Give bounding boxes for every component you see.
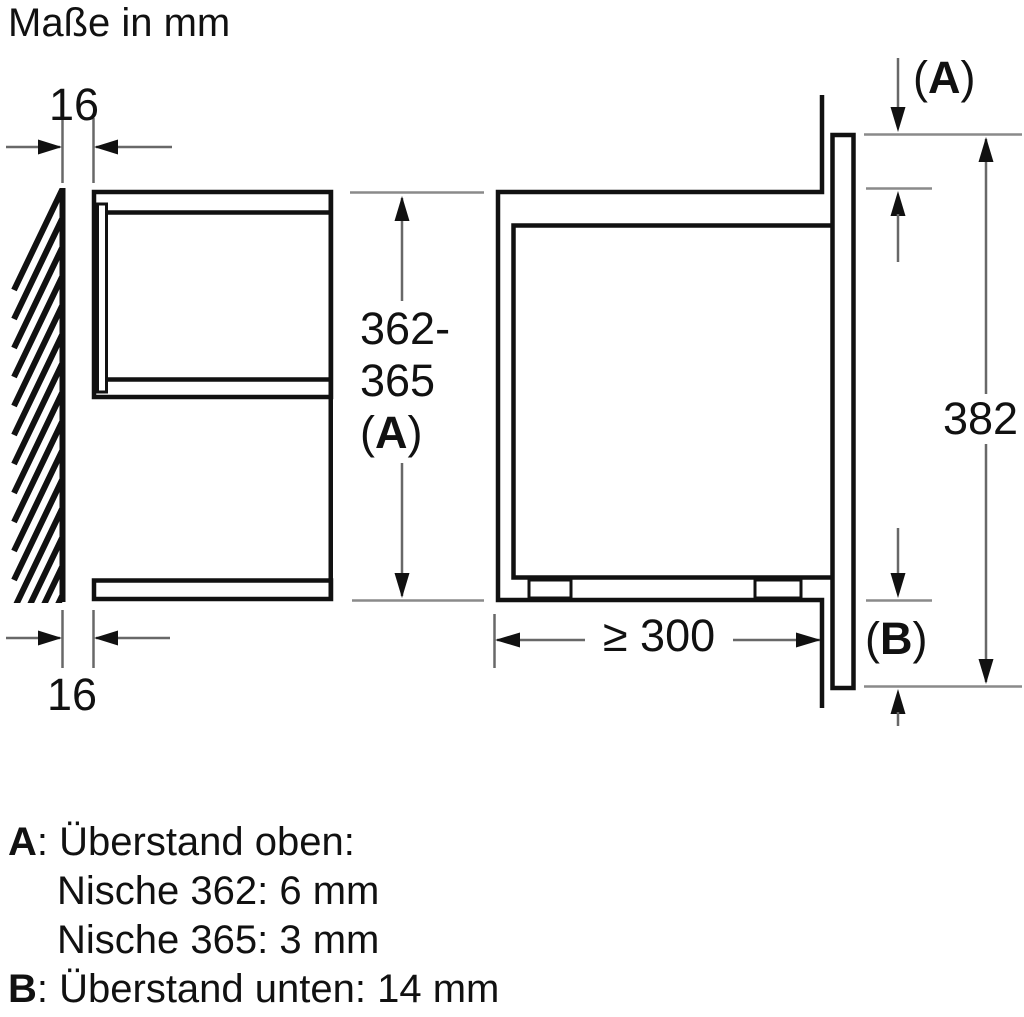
key-a: A (375, 407, 408, 458)
paren-close: ) (960, 52, 976, 103)
appliance-foot-left (527, 578, 573, 600)
legend-row-a-item1: Nische 362: 6 mm (8, 867, 499, 916)
niche-front-view (495, 95, 856, 708)
niche-outline (495, 95, 825, 708)
overhang-bottom-label: (B) (861, 614, 932, 664)
key-b: B (880, 613, 913, 664)
dim-overhang-top (864, 58, 1022, 262)
total-height-value: 382 (939, 394, 1023, 444)
appliance-side-outline (91, 189, 334, 400)
paren-open: ( (865, 613, 880, 664)
cabinet-side-view (91, 189, 334, 602)
wall-hatching (11, 188, 64, 603)
legend-text-b: : Überstand unten: 14 mm (36, 967, 500, 1011)
legend-text-a: : Überstand oben: (36, 820, 355, 864)
dim-16-top (6, 118, 172, 183)
niche-depth-value: ≥ 300 (585, 611, 733, 661)
appliance-front-outline (511, 223, 831, 580)
dim-overhang-bottom (866, 528, 932, 726)
legend-row-a: A: Überstand oben: (8, 818, 499, 867)
legend-row-a-item2: Nische 365: 3 mm (8, 916, 499, 965)
paren-open: ( (360, 407, 375, 458)
wall-gap-top-value: 16 (48, 79, 100, 130)
niche-height-value-2: 365 (360, 355, 436, 406)
key-a: A (928, 52, 961, 103)
legend: A: Überstand oben: Nische 362: 6 mm Nisc… (8, 818, 499, 1014)
trim-panel (830, 132, 856, 691)
wall-section (11, 188, 66, 603)
wall-gap-bottom-value: 16 (46, 669, 98, 720)
niche-height-key: (A) (360, 407, 450, 459)
niche-height-value-1: 362- (360, 303, 451, 354)
page-title: Maße in mm (8, 1, 231, 45)
legend-key-b: B (8, 967, 37, 1011)
paren-open: ( (913, 52, 928, 103)
legend-text-a-item1: Nische 362: 6 mm (57, 869, 380, 913)
appliance-foot-right (753, 578, 803, 600)
dim-16-bottom (6, 610, 170, 668)
overhang-top-label: (A) (913, 53, 976, 103)
legend-key-a: A (8, 820, 37, 864)
rear-spacer-bar (96, 202, 108, 394)
legend-text-a-item2: Nische 365: 3 mm (57, 918, 380, 962)
legend-row-b: B: Überstand unten: 14 mm (8, 965, 499, 1014)
paren-close: ) (407, 407, 423, 458)
cabinet-bottom-shelf (91, 578, 334, 602)
niche-height-label: 362- 365 (A) (356, 301, 457, 463)
paren-close: ) (912, 613, 928, 664)
